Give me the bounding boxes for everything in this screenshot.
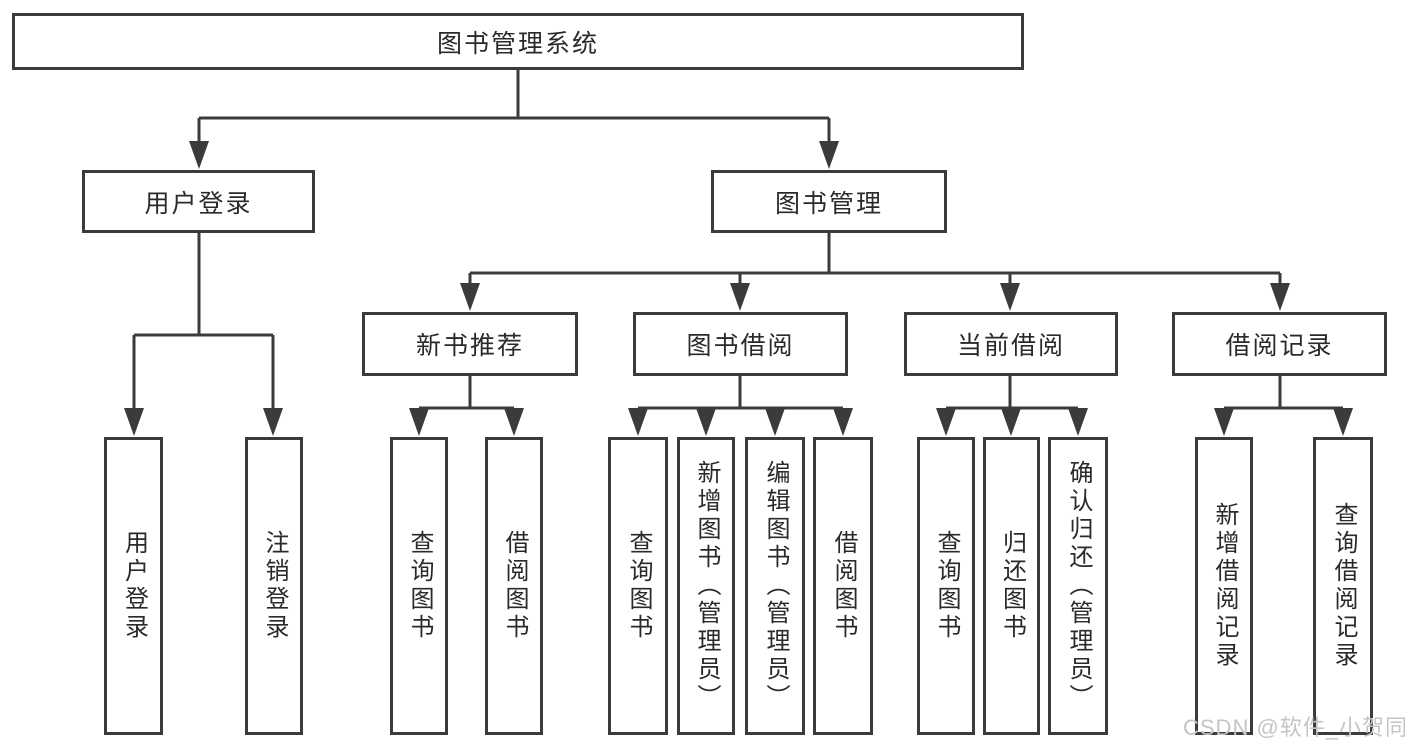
leaf-query-books-3: 查询图书 xyxy=(917,437,975,735)
leaf-borrow-books-2-label: 借阅图书 xyxy=(830,530,857,642)
leaf-user-login-label: 用户登录 xyxy=(120,530,148,642)
leaf-edit-book-admin-label: 编辑图书（管理员） xyxy=(762,460,789,712)
node-current-borrow: 当前借阅 xyxy=(904,312,1118,376)
node-root: 图书管理系统 xyxy=(12,13,1024,70)
leaf-borrow-books-1-label: 借阅图书 xyxy=(501,530,528,642)
leaf-query-books-2: 查询图书 xyxy=(608,437,668,735)
leaf-query-books-2-label: 查询图书 xyxy=(625,530,652,642)
node-borrow-records: 借阅记录 xyxy=(1172,312,1387,376)
node-root-label: 图书管理系统 xyxy=(436,29,599,58)
leaf-query-books-3-label: 查询图书 xyxy=(933,530,960,642)
leaf-return-book-label: 归还图书 xyxy=(998,530,1026,642)
leaf-query-borrow-record: 查询借阅记录 xyxy=(1313,437,1373,735)
node-new-book-recommend: 新书推荐 xyxy=(362,312,578,376)
node-book-management-label: 图书管理 xyxy=(774,189,883,218)
leaf-query-books-1: 查询图书 xyxy=(390,437,448,735)
leaf-borrow-books-2: 借阅图书 xyxy=(813,437,873,735)
leaf-confirm-return-admin: 确认归还（管理员） xyxy=(1048,437,1108,735)
leaf-user-login: 用户登录 xyxy=(104,437,163,735)
leaf-return-book: 归还图书 xyxy=(983,437,1040,735)
node-borrow-records-label: 借阅记录 xyxy=(1225,332,1334,360)
node-current-borrow-label: 当前借阅 xyxy=(956,332,1065,360)
leaf-confirm-return-admin-label: 确认归还（管理员） xyxy=(1065,460,1092,712)
leaf-borrow-books-1: 借阅图书 xyxy=(485,437,543,735)
leaf-logout: 注销登录 xyxy=(245,437,303,735)
leaf-add-book-admin-label: 新增图书（管理员） xyxy=(693,460,720,712)
leaf-logout-label: 注销登录 xyxy=(261,530,288,642)
node-book-borrow-label: 图书借阅 xyxy=(686,332,795,360)
csdn-watermark: CSDN @软件_小贺同学 xyxy=(1183,715,1405,740)
leaf-add-book-admin: 新增图书（管理员） xyxy=(677,437,735,735)
leaf-edit-book-admin: 编辑图书（管理员） xyxy=(745,437,805,735)
node-user-login-label: 用户登录 xyxy=(144,189,253,218)
node-book-management: 图书管理 xyxy=(711,170,947,233)
node-new-book-recommend-label: 新书推荐 xyxy=(415,332,524,360)
leaf-query-books-1-label: 查询图书 xyxy=(406,530,433,642)
leaf-query-borrow-record-label: 查询借阅记录 xyxy=(1330,502,1357,670)
leaf-add-borrow-record: 新增借阅记录 xyxy=(1195,437,1253,735)
leaf-add-borrow-record-label: 新增借阅记录 xyxy=(1211,502,1238,670)
node-user-login: 用户登录 xyxy=(82,170,315,233)
node-book-borrow: 图书借阅 xyxy=(633,312,848,376)
